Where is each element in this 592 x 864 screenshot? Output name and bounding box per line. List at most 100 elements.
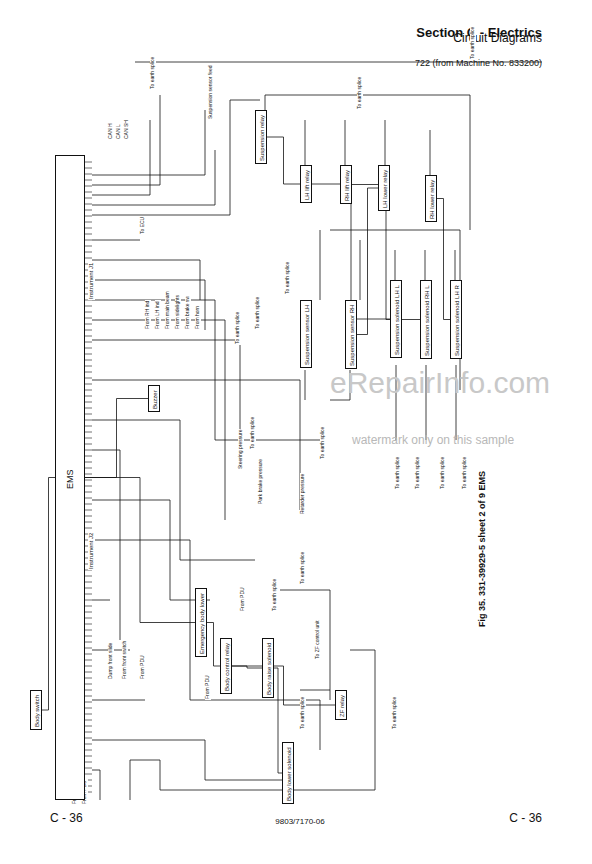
wire: [85, 478, 195, 623]
pin-stub: [85, 630, 92, 631]
component-label: Suspension solenoid RH L: [424, 285, 431, 356]
pin-stub: [85, 642, 92, 643]
wire-label: From front switch: [122, 640, 128, 680]
pin-stub: [85, 438, 92, 439]
pin-stub: [85, 204, 92, 205]
component-label: Body lower solenoid: [286, 747, 293, 801]
pin-stub: [85, 744, 92, 745]
wire-label: CAN H: [108, 122, 114, 140]
wire: [85, 399, 148, 478]
wire-label: To earth splice: [300, 696, 306, 730]
wire-label: From LH ind: [155, 300, 161, 330]
pin-stub: [85, 462, 92, 463]
wire-label: To earth splice: [357, 76, 363, 110]
pin-stub: [85, 738, 92, 739]
component-label: Suspension sensor LH: [304, 305, 311, 365]
wire-label: Retarder pressure: [300, 473, 306, 515]
component-box: RH lift relay: [340, 165, 352, 204]
pin-stub: [85, 684, 92, 685]
page-text: 9803/7170-06: [275, 818, 324, 827]
pin-stub: [85, 396, 92, 397]
pin-stub: [85, 588, 92, 589]
component-box: ZF relay: [335, 690, 347, 720]
pin-stub: [85, 192, 92, 193]
wire-label: Instrument J1: [88, 262, 95, 300]
pin-stub: [85, 714, 92, 715]
wire-label: From RH ind: [145, 300, 151, 330]
pin-stub: [85, 654, 92, 655]
wire: [274, 668, 282, 773]
component-box: Suspension solenoid RH L: [420, 280, 432, 359]
wire-label: Suspension sensor feed: [208, 64, 214, 120]
page-text: 722 (from Machine No. 833200): [415, 59, 542, 69]
pin-stub: [85, 474, 92, 475]
wire-label: Park brake pressure: [258, 458, 264, 505]
pin-stub: [85, 312, 92, 313]
pin-stub: [85, 228, 92, 229]
pin-stub: [85, 198, 92, 199]
pin-stub: [85, 666, 92, 667]
wire-label: To earth splice: [415, 456, 421, 490]
wire: [42, 478, 55, 711]
pin-stub: [85, 234, 92, 235]
component-label: Body control relay: [224, 643, 231, 691]
wire-label: From PDU: [205, 674, 211, 700]
pin-stub: [85, 708, 92, 709]
component-label: ZF relay: [339, 695, 346, 717]
component-box: Suspension solenoid LH L: [390, 280, 402, 358]
pin-stub: [85, 216, 92, 217]
component-box: Suspension relay: [255, 110, 267, 164]
pin-stub: [85, 258, 92, 259]
component-label: LH lift relay: [304, 170, 311, 200]
pin-stub: [85, 624, 92, 625]
wire-label: To earth splice: [470, 26, 476, 60]
wire-label: To earth splice: [395, 456, 401, 490]
pin-stub: [85, 354, 92, 355]
pin-stub: [85, 408, 92, 409]
component-box: LH lift relay: [300, 165, 312, 203]
component-label: EMS: [66, 469, 76, 489]
pin-stub: [85, 762, 92, 763]
component-label: RH lift relay: [344, 170, 351, 201]
watermark: eRepairInfo.com: [330, 366, 550, 399]
wire-label: To ECU: [140, 216, 146, 235]
wire-label: CAN L: [116, 123, 122, 140]
component-label: Suspension sensor RH: [349, 305, 356, 366]
component-box: Suspension sensor LH: [300, 300, 312, 368]
component-box: Body control relay: [220, 638, 232, 694]
pin-stub: [85, 618, 92, 619]
component-box: Suspension solenoid LH R: [450, 280, 462, 359]
pin-stub: [85, 432, 92, 433]
component-label: Suspension solenoid LH L: [394, 285, 401, 355]
component-label: Suspension relay: [259, 115, 266, 161]
pin-stub: [85, 678, 92, 679]
pin-stub: [85, 372, 92, 373]
pin-stub: [85, 600, 92, 601]
component-box: LH lower relay: [378, 165, 390, 211]
wire-label: To earth splice: [285, 261, 291, 295]
component-label: Body switch: [34, 695, 41, 727]
pin-stub: [85, 576, 92, 577]
pin-stub: [85, 516, 92, 517]
pin-stub: [85, 480, 92, 481]
component-box: Body lower solenoid: [282, 742, 294, 804]
pin-stub: [85, 402, 92, 403]
pin-stub: [85, 390, 92, 391]
component-label: Emergency body lower: [199, 593, 206, 654]
figure-caption: Fig 35. 331-39929-5 sheet 2 of 9 EMS: [478, 470, 488, 628]
pin-stub: [85, 636, 92, 637]
pin-stub: [85, 522, 92, 523]
wire-label: From sidelights: [175, 294, 181, 330]
wire-label: To earth splice: [462, 456, 468, 490]
pin-stub: [85, 444, 92, 445]
pin-stub: [85, 528, 92, 529]
pin-stub: [85, 330, 92, 331]
pin-stub: [85, 306, 92, 307]
component-box: Buzzer: [148, 385, 160, 412]
wire: [267, 137, 300, 184]
pin-stub: [85, 492, 92, 493]
pin-stub: [85, 324, 92, 325]
component-label: LH lower relay: [382, 170, 389, 208]
pin-stub: [85, 702, 92, 703]
